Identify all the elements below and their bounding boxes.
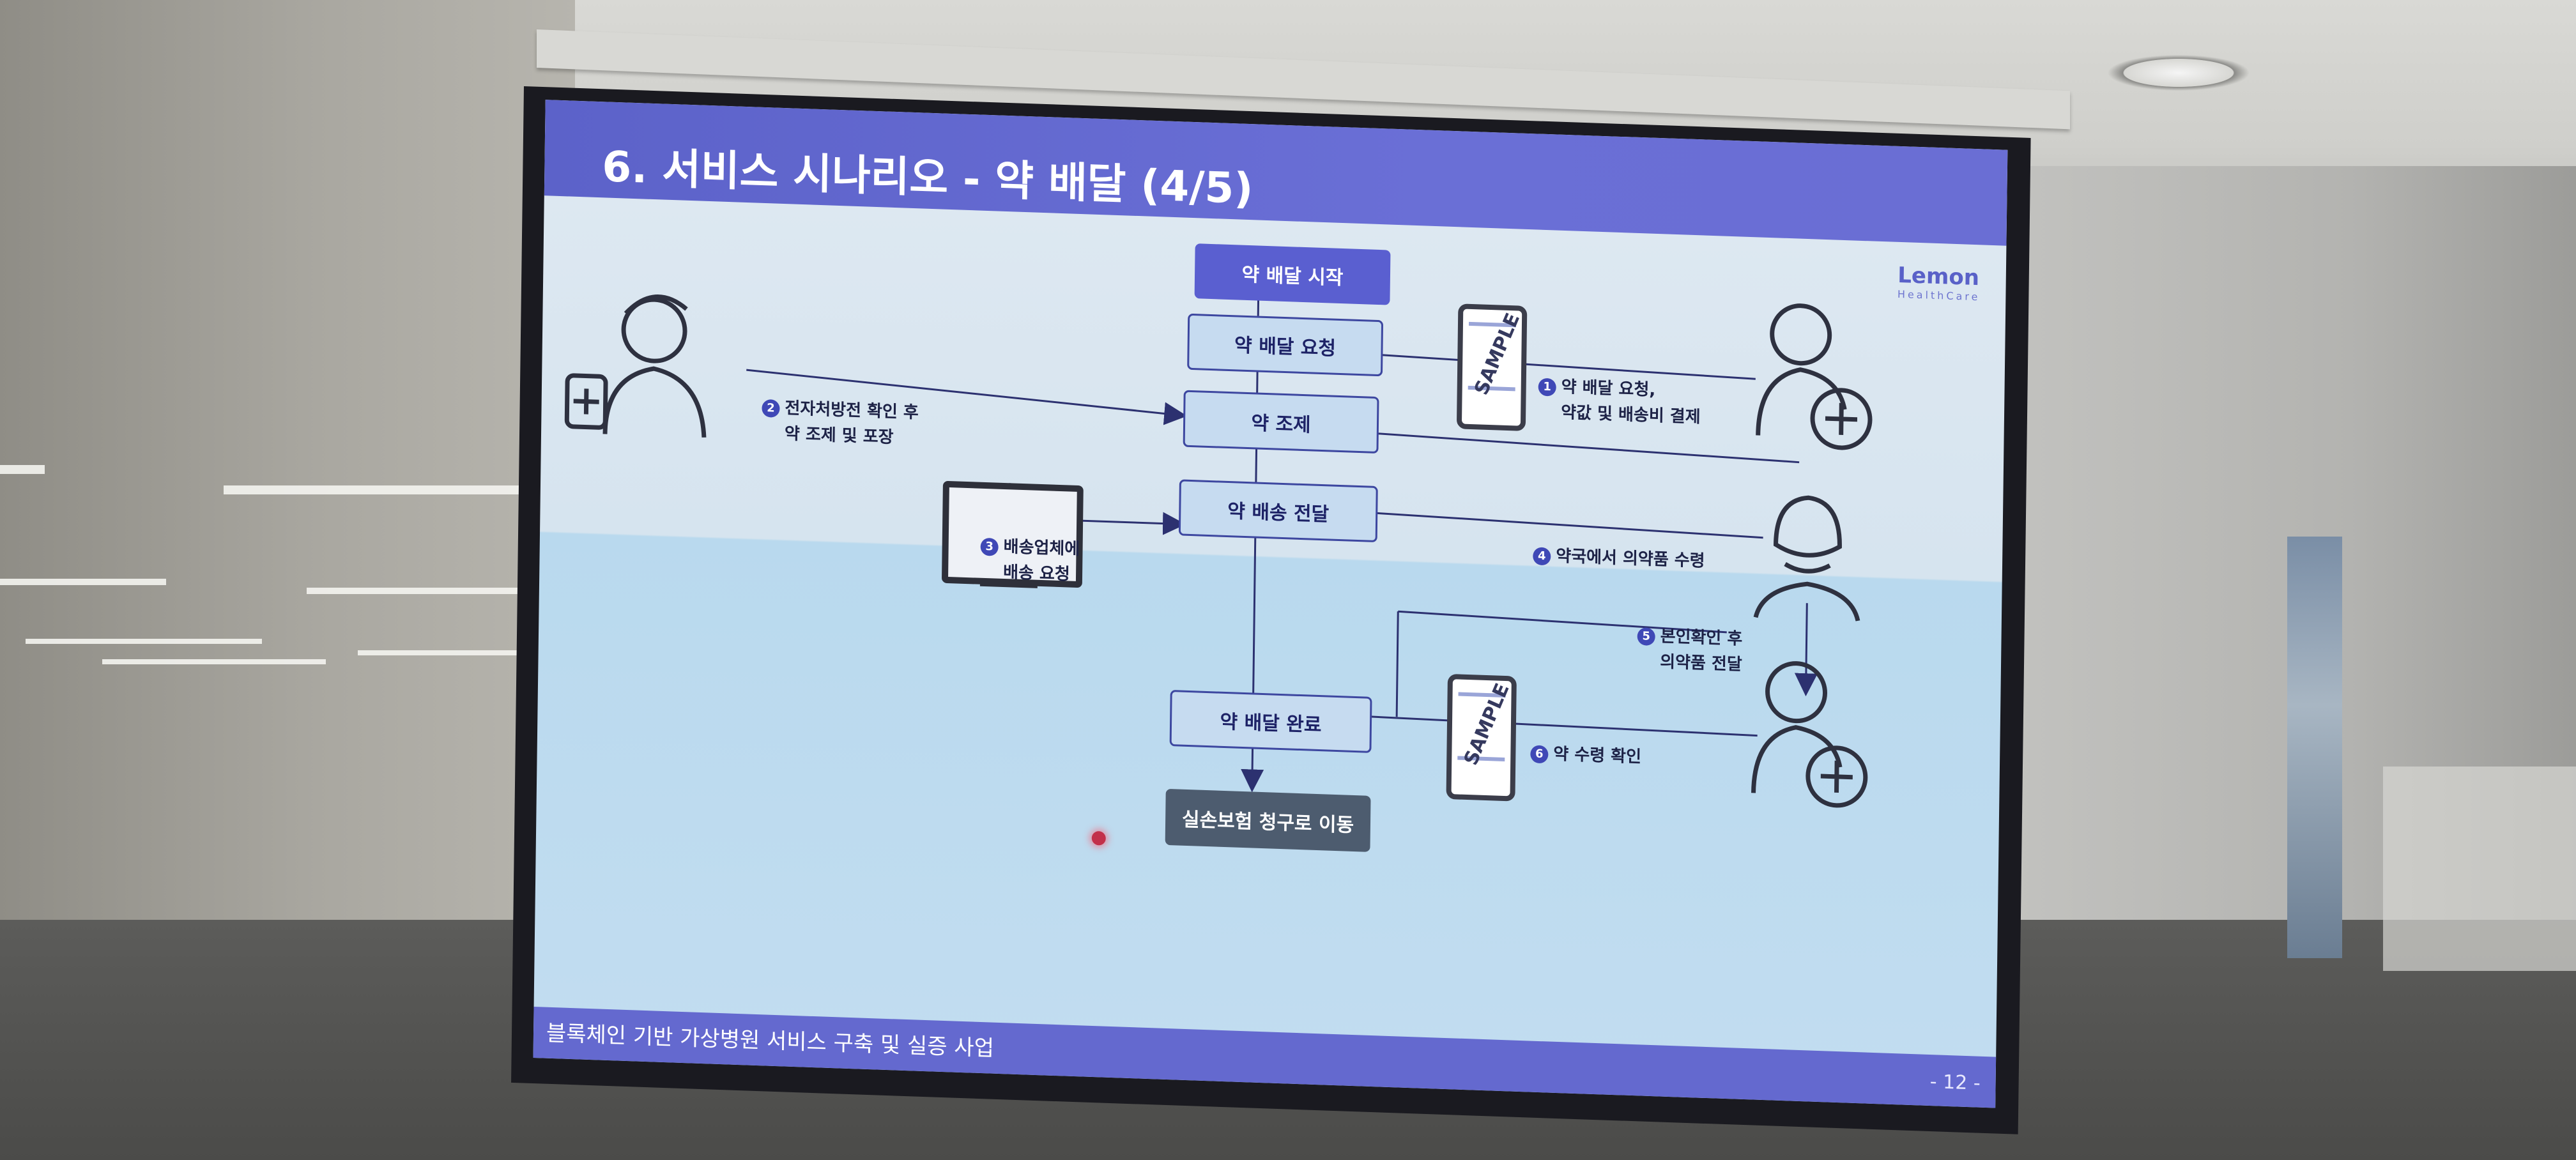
step-text: 약 수령 확인 [1553,744,1642,767]
step-number: 6 [1530,744,1549,763]
footer-text: 블록체인 기반 가상병원 서비스 구축 및 실증 사업 [546,1020,995,1062]
window [2287,537,2342,958]
flow-connectors [564,291,1873,808]
step-number: 4 [1533,546,1551,565]
step-text: 전자처방전 확인 후 [785,399,919,423]
step-number: 2 [762,399,780,418]
phone-icon: SAMPLE [1446,673,1517,802]
step-2-label: 2 전자처방전 확인 후 약 조제 및 포장 [762,395,919,452]
phone-icon: SAMPLE [1456,303,1528,431]
step-text: 의약품 전달 [1659,652,1742,675]
ceiling-light [2108,55,2249,91]
step-text: 배송 요청 [1002,563,1070,584]
step-5-label: 5 본인확인 후 의약품 전달 [1637,623,1743,678]
light-reflection [102,659,326,664]
patient-icon [1756,303,1873,450]
light-reflection [26,639,262,644]
presentation-slide: 6. 서비스 시나리오 - 약 배달 (4/5) Lemon HealthCar… [533,100,2008,1108]
step-text: 약 조제 및 포장 [784,424,894,448]
step-number: 1 [1538,378,1556,397]
flow-end: 실손보험 청구로 이동 [1165,788,1371,852]
flow-handover: 약 배송 전달 [1178,479,1378,543]
flow-start: 약 배달 시작 [1194,243,1391,305]
step-text: 약 배달 요청, [1561,377,1656,400]
step-number: 5 [1637,627,1655,646]
light-reflection [224,485,556,494]
light-reflection [358,650,543,655]
step-text: 약값 및 배송비 결제 [1561,403,1701,427]
flow-complete: 약 배달 완료 [1169,690,1372,753]
step-text: 배송업체에 [1003,537,1080,560]
laser-pointer-dot [1091,830,1106,846]
light-reflection [0,579,166,585]
step-text: 본인확인 후 [1660,627,1743,649]
step-1-label: 1 약 배달 요청, 약값 및 배송비 결제 [1538,374,1701,431]
left-wall [0,0,575,933]
flow-prep: 약 조제 [1183,390,1379,454]
patient-icon [1751,661,1868,808]
projection-screen: 6. 서비스 시나리오 - 약 배달 (4/5) Lemon HealthCar… [511,86,2031,1134]
step-text: 약국에서 의약품 수령 [1556,546,1705,571]
courier-icon [1753,495,1860,622]
light-reflection [0,465,45,474]
page-number: - 12 - [1929,1071,1981,1095]
step-number: 3 [980,537,999,556]
window [2383,767,2576,971]
pharmacist-icon [564,294,707,438]
light-reflection [307,588,543,594]
flow-request: 약 배달 요청 [1187,313,1384,377]
